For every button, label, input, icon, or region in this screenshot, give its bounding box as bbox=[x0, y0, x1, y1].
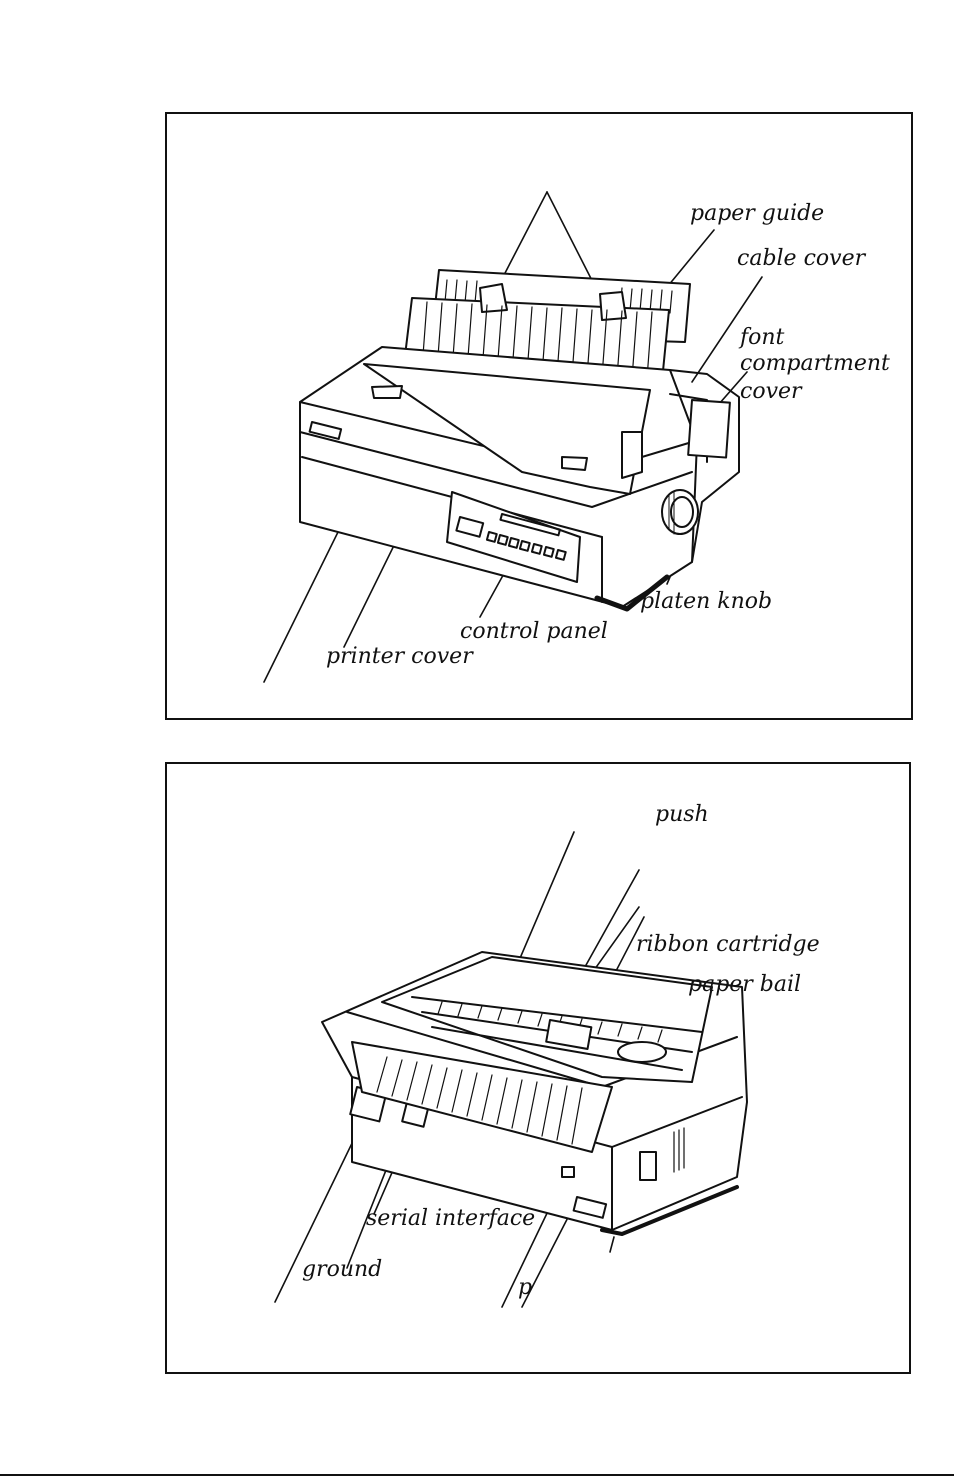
serial-interface-label: serial interface bbox=[366, 1206, 536, 1231]
cable-cover-label: cable cover bbox=[737, 246, 866, 271]
platen-knob-label: platen knob bbox=[640, 589, 773, 614]
printer-cover-label: printer cover bbox=[326, 644, 473, 669]
font-compartment-cover-label-line1: font bbox=[740, 325, 785, 350]
side-housing bbox=[669, 369, 740, 563]
ribbon-cartridge-label: ribbon cartridge bbox=[636, 932, 820, 957]
control-panel-shape bbox=[446, 491, 581, 583]
front-view-panel bbox=[165, 112, 913, 720]
ground-label: ground bbox=[302, 1257, 383, 1282]
front-printer-illustration bbox=[263, 191, 763, 683]
p-label: p bbox=[518, 1275, 533, 1300]
rear-view-panel bbox=[165, 762, 911, 1374]
rear-interior bbox=[381, 956, 713, 1083]
platen-knob-shape bbox=[661, 489, 699, 535]
paper-guide-label: paper guide bbox=[690, 201, 825, 226]
printer-cover-shape bbox=[363, 363, 651, 495]
font-compartment-cover-label-line2: compartment bbox=[740, 351, 890, 376]
font-compartment-cover-label-line3: cover bbox=[740, 379, 802, 404]
push-label: push bbox=[655, 802, 709, 827]
page-bottom-rule bbox=[0, 1474, 954, 1476]
control-panel-label: control panel bbox=[460, 619, 608, 644]
paper-bail-label: paper bail bbox=[688, 972, 802, 997]
rear-paper-guide bbox=[351, 1041, 613, 1153]
rear-printer-illustration bbox=[274, 831, 748, 1308]
